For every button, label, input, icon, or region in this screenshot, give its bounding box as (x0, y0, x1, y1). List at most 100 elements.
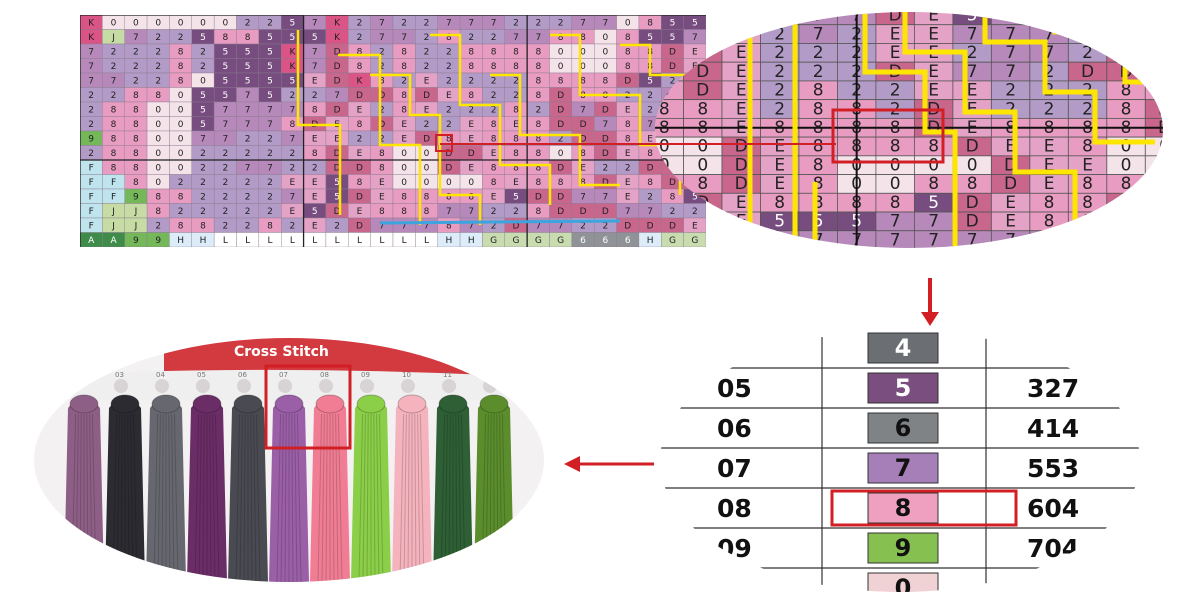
svg-text:E: E (736, 62, 747, 82)
chart-cell: D (638, 217, 662, 233)
svg-text:2: 2 (647, 105, 653, 115)
svg-text:E: E (736, 81, 747, 101)
svg-text:H: H (200, 236, 207, 246)
svg-text:2: 2 (290, 149, 296, 159)
svg-text:D: D (356, 221, 363, 231)
chart-cell: 0 (549, 58, 573, 74)
floss-skein (105, 394, 145, 582)
svg-text:8: 8 (178, 192, 184, 202)
svg-text:8: 8 (379, 207, 385, 217)
svg-text:8: 8 (401, 47, 407, 57)
chart-cell: 2 (124, 43, 148, 59)
chart-cell: 5 (258, 29, 282, 45)
svg-text:2: 2 (88, 91, 94, 101)
svg-text:D: D (669, 62, 676, 72)
svg-text:9: 9 (88, 134, 94, 144)
svg-text:D: D (423, 134, 430, 144)
zoom-cell: E (1029, 136, 1069, 157)
svg-text:2: 2 (774, 99, 785, 119)
zoom-cell: E (721, 12, 761, 26)
chart-cell: 7 (124, 29, 148, 45)
svg-text:2: 2 (1121, 12, 1132, 26)
svg-text:2: 2 (1005, 99, 1016, 119)
svg-text:8: 8 (491, 62, 497, 72)
svg-text:E: E (625, 149, 631, 159)
chart-outline (370, 73, 482, 225)
chart-cell: 7 (616, 203, 640, 219)
svg-text:2: 2 (513, 91, 519, 101)
svg-text:K: K (88, 18, 95, 28)
floss-hole (319, 379, 333, 393)
svg-text:7: 7 (379, 18, 385, 28)
svg-text:2: 2 (200, 62, 206, 72)
chart-cell: 8 (236, 29, 260, 45)
chart-cell: D (661, 217, 684, 233)
svg-text:2: 2 (491, 221, 497, 231)
chart-cell: 8 (526, 174, 550, 190)
floss-hole-label: 06 (238, 371, 247, 379)
svg-text:2: 2 (446, 62, 452, 72)
chart-cell: 8 (124, 87, 148, 103)
chart-cell: 7 (638, 203, 662, 219)
svg-text:2: 2 (468, 105, 474, 115)
svg-text:7: 7 (967, 230, 978, 248)
chart-cell: 2 (236, 130, 260, 146)
chart-cell: F (80, 159, 103, 175)
svg-text:L: L (268, 236, 273, 246)
zoom-cell: 7 (875, 230, 915, 248)
svg-text:D: D (647, 163, 654, 173)
chart-cell: 5 (191, 29, 215, 45)
svg-text:8: 8 (774, 193, 785, 213)
svg-text:8: 8 (155, 91, 161, 101)
svg-text:7: 7 (312, 62, 318, 72)
chart-cell: 2 (102, 43, 125, 59)
svg-text:8: 8 (535, 91, 541, 101)
svg-text:5: 5 (312, 33, 318, 43)
svg-text:8: 8 (890, 137, 901, 157)
chart-cell: 2 (80, 87, 103, 103)
svg-text:2: 2 (491, 33, 497, 43)
svg-text:7: 7 (647, 120, 653, 130)
svg-text:2: 2 (290, 221, 296, 231)
svg-text:D: D (1004, 174, 1017, 194)
floss-hole-label: 08 (320, 371, 329, 379)
svg-text:L: L (312, 236, 317, 246)
svg-text:8: 8 (290, 120, 296, 130)
chart-cell: 8 (526, 43, 550, 59)
svg-text:8: 8 (111, 105, 117, 115)
svg-text:K: K (88, 33, 95, 43)
chart-cell: 2 (415, 15, 438, 30)
key-symbol: 4 (894, 334, 912, 362)
svg-text:5: 5 (245, 76, 251, 86)
svg-text:H: H (647, 236, 654, 246)
zoom-cell: 7 (990, 43, 1031, 63)
svg-text:2: 2 (1005, 81, 1016, 101)
svg-text:E: E (1005, 193, 1016, 213)
svg-text:5: 5 (670, 18, 676, 28)
zoom-cell: D (683, 61, 723, 82)
svg-text:7: 7 (401, 221, 407, 231)
svg-text:E: E (736, 24, 747, 44)
chart-cell: 2 (124, 72, 148, 88)
chart-cell: 2 (191, 159, 215, 175)
chart-cell: 8 (213, 29, 237, 45)
svg-text:2: 2 (692, 207, 698, 217)
chart-cell: 2 (80, 116, 103, 132)
chart-cell: L (370, 232, 394, 247)
svg-text:5: 5 (200, 120, 206, 130)
svg-text:0: 0 (558, 47, 564, 57)
chart-cell: 7 (437, 203, 461, 219)
zoom-cell: 8 (913, 136, 954, 157)
chart-cell: 7 (683, 29, 706, 45)
zoom-cell: E (952, 99, 992, 119)
chart-cell: 8 (549, 174, 573, 190)
svg-text:2: 2 (155, 62, 161, 72)
svg-text:E: E (692, 47, 698, 57)
chart-cell: 0 (146, 116, 170, 132)
svg-text:D: D (334, 163, 341, 173)
svg-text:8: 8 (697, 99, 708, 119)
floss-hole (237, 379, 251, 393)
svg-text:8: 8 (133, 178, 139, 188)
chart-cell: 2 (661, 203, 684, 219)
